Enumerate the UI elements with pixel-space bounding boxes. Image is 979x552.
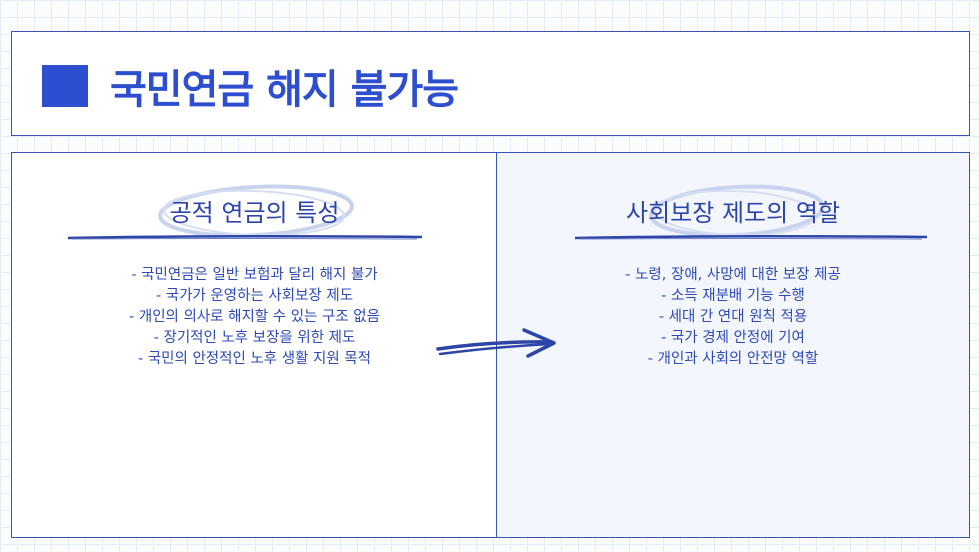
square-marker-icon [42, 65, 88, 107]
page-title: 국민연금 해지 불가능 [110, 67, 459, 113]
list-item: - 개인의 의사로 해지할 수 있는 구조 없음 [129, 309, 380, 325]
left-heading: 공적 연금의 특성 [169, 199, 340, 227]
arrow-right-icon [436, 328, 556, 358]
list-item: - 국가가 운영하는 사회보장 제도 [155, 288, 354, 304]
list-item: - 국민연금은 일반 보험과 달리 해지 불가 [131, 267, 378, 283]
left-heading-underline [67, 234, 423, 240]
list-item: - 국가 경제 안정에 기여 [661, 330, 805, 346]
list-item: - 노령, 장애, 사망에 대한 보장 제공 [625, 267, 841, 283]
list-item: - 세대 간 연대 원칙 적용 [658, 309, 808, 325]
right-item-list: - 노령, 장애, 사망에 대한 보장 제공 - 소득 재분배 기능 수행 - … [497, 265, 969, 370]
right-heading-underline [574, 234, 928, 240]
list-item: - 국민의 안정적인 노후 생활 지원 목적 [138, 351, 371, 367]
list-item: - 소득 재분배 기능 수행 [661, 288, 805, 304]
right-heading-wrap: 사회보장 제도의 역할 [497, 183, 969, 243]
left-heading-wrap: 공적 연금의 특성 [12, 183, 497, 243]
left-panel: 공적 연금의 특성 - 국민연금은 일반 보험과 달리 해지 불가 - 국가가 … [11, 152, 498, 538]
right-panel: 사회보장 제도의 역할 - 노령, 장애, 사망에 대한 보장 제공 - 소득 … [496, 152, 970, 538]
left-item-list: - 국민연금은 일반 보험과 달리 해지 불가 - 국가가 운영하는 사회보장 … [12, 265, 497, 370]
title-box: 국민연금 해지 불가능 [11, 31, 970, 136]
right-heading: 사회보장 제도의 역할 [626, 199, 840, 227]
list-item: - 장기적인 노후 보장을 위한 제도 [153, 330, 356, 346]
right-heading-ellipse [649, 184, 825, 238]
list-item: - 개인과 사회의 안전망 역할 [647, 351, 819, 367]
